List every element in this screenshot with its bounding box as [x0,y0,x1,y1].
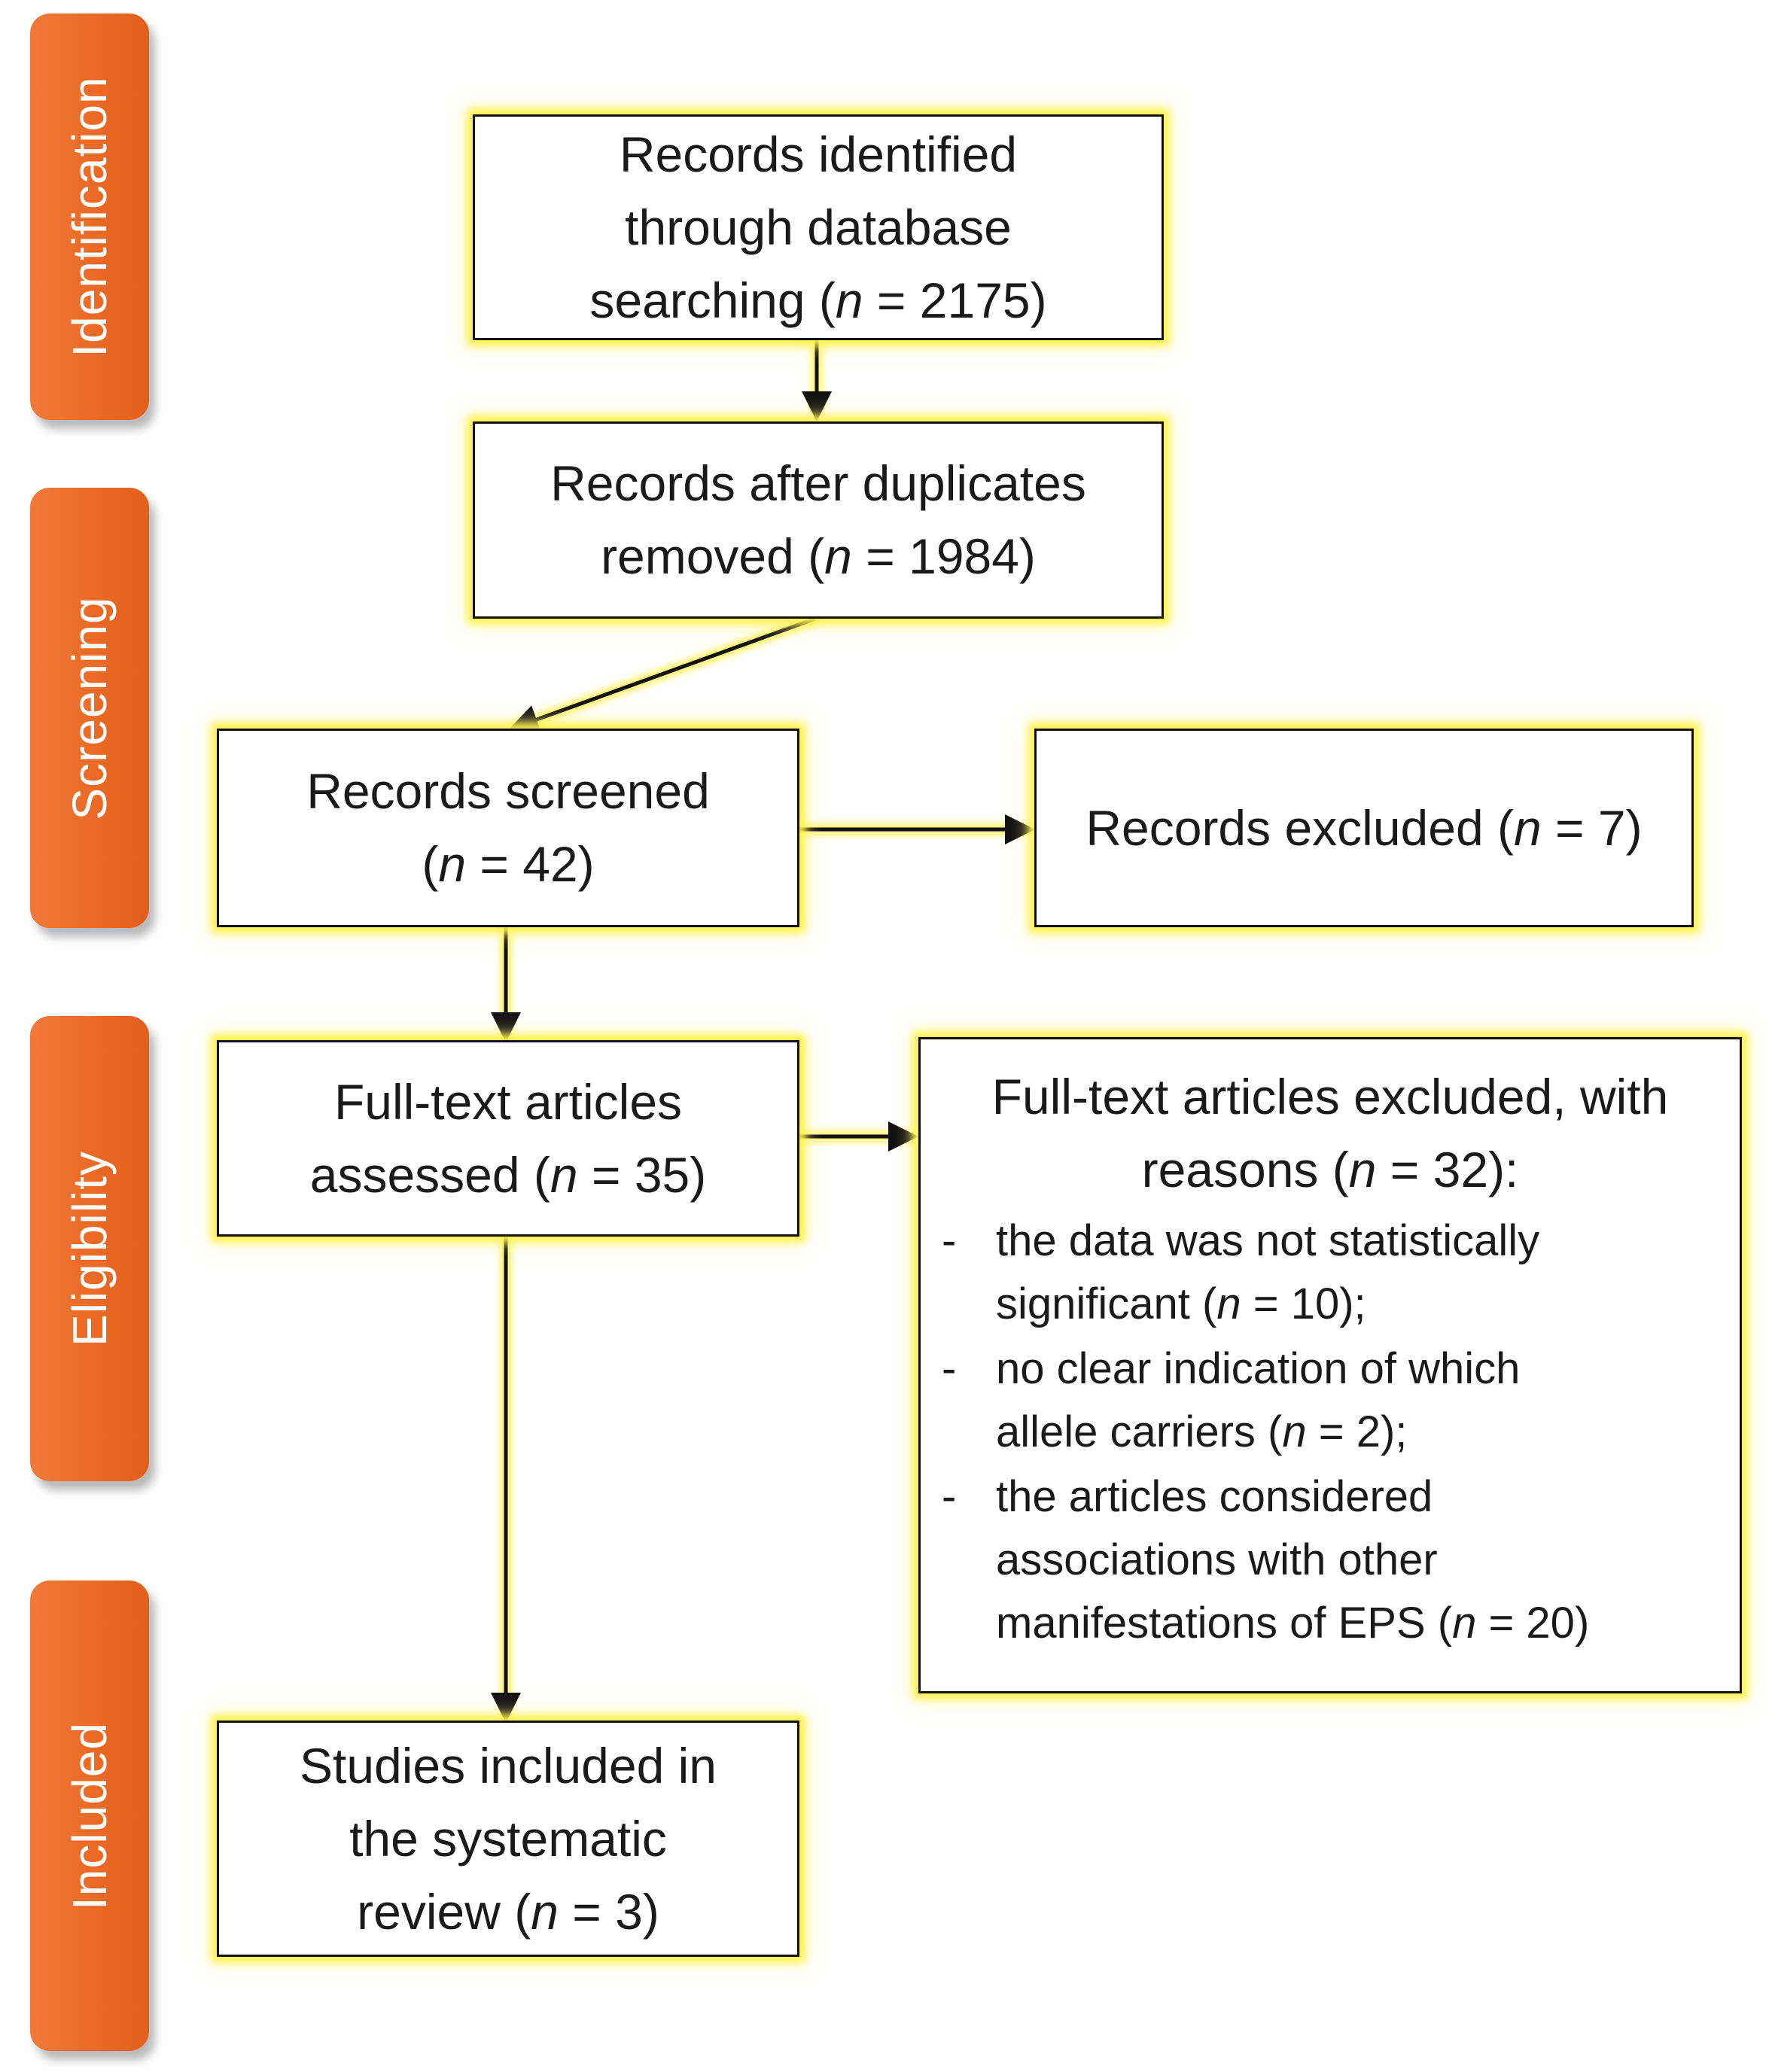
records-identified-box: Records identified through database sear… [473,114,1164,340]
box-line: Records identified [619,126,1018,182]
box-line: Studies included in [299,1737,717,1794]
box-line: Records excluded (n = 7) [1085,799,1643,856]
list-dash: - [942,1472,957,1521]
list-dash: - [942,1344,957,1393]
list-item: - the data was not statistically signifi… [921,1209,1740,1336]
arrow-deduplicated-to-screened [508,616,816,734]
list-item: - the articles considered associations w… [921,1465,1740,1655]
excluded-heading: Full-text articles excluded, with reason… [991,1069,1669,1197]
stage-included: Included [30,1581,149,2051]
box-line: Full-text articles [333,1073,683,1130]
box-line: (n = 42) [422,836,595,892]
stage-eligibility: Eligibility [30,1016,149,1481]
box-line: searching (n = 2175) [589,272,1047,328]
records-after-duplicates-box: Records after duplicates removed (n = 19… [473,421,1164,619]
box-line: assessed (n = 35) [309,1146,707,1203]
list-dash: - [942,1216,957,1265]
stage-identification: Identification [30,14,149,420]
box-line: the systematic [349,1810,667,1867]
box-line: review (n = 3) [357,1883,659,1940]
studies-included-box: Studies included in the systematic revie… [217,1721,799,1957]
box-line: Records screened [306,763,710,819]
list-item: - no clear indication of which allele ca… [921,1337,1740,1464]
box-line: through database [625,199,1012,255]
box-line: removed (n = 1984) [601,528,1036,584]
full-text-excluded-box: Full-text articles excluded, with reason… [918,1037,1742,1693]
full-text-assessed-box: Full-text articles assessed (n = 35) [217,1040,799,1237]
records-excluded-box: Records excluded (n = 7) [1034,729,1694,927]
records-screened-box: Records screened (n = 42) [217,729,799,927]
box-line: Records after duplicates [550,455,1086,511]
stage-screening: Screening [30,488,149,928]
exclusion-reasons-list: - the data was not statistically signifi… [921,1209,1740,1657]
